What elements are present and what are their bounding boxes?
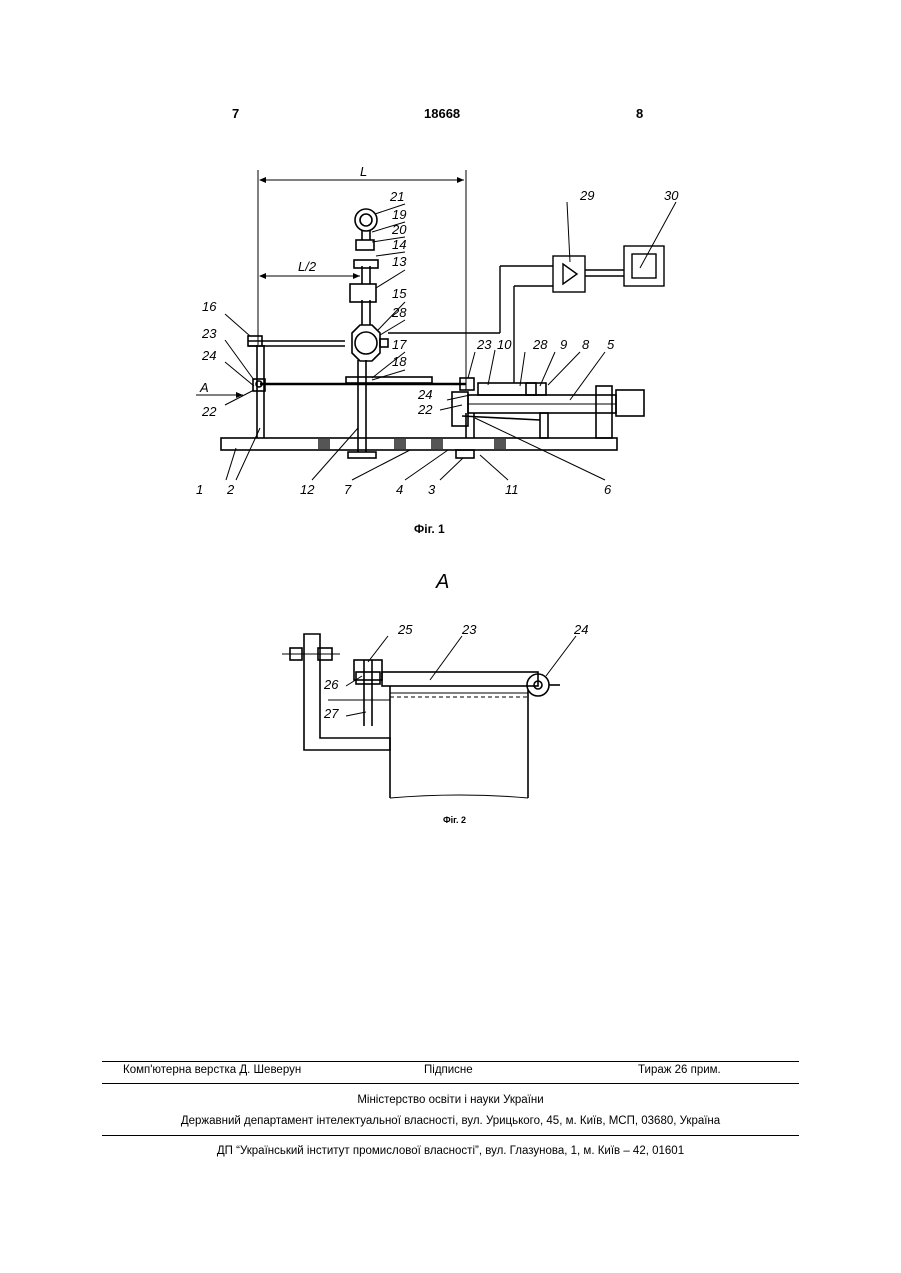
fig2-view-title: A <box>435 571 449 593</box>
dim-L-label: L <box>360 164 367 179</box>
label-22-right: 22 <box>417 402 433 417</box>
label-11: 11 <box>505 482 519 497</box>
figure-1: L L/2 A 21 19 20 14 13 15 28 17 18 16 23… <box>196 164 679 497</box>
dim-L-half-label: L/2 <box>298 259 317 274</box>
ministry-name: Міністерство освіти і науки України <box>0 1094 901 1106</box>
fig2-label-25: 25 <box>397 622 413 637</box>
figure-2: A 25 23 24 26 27 <box>282 571 588 798</box>
recorder-30 <box>624 246 664 286</box>
label-14: 14 <box>392 237 406 252</box>
fig2-label-26: 26 <box>323 677 339 692</box>
label-5: 5 <box>607 337 615 352</box>
signal-path <box>388 246 664 383</box>
label-23-left: 23 <box>201 326 217 341</box>
label-18: 18 <box>392 354 407 369</box>
label-24-left: 24 <box>201 348 216 363</box>
label-24-right: 24 <box>417 387 432 402</box>
label-13: 13 <box>392 254 407 269</box>
fig2-label-27: 27 <box>323 706 339 721</box>
label-7: 7 <box>344 482 352 497</box>
footer-rule-bottom <box>102 1135 799 1136</box>
amplifier-29 <box>553 256 585 292</box>
label-23-right: 23 <box>476 337 492 352</box>
label-15: 15 <box>392 286 407 301</box>
label-1: 1 <box>196 482 203 497</box>
fig2-label-24: 24 <box>573 622 588 637</box>
left-post <box>248 336 345 438</box>
footer-rule-top <box>102 1061 799 1062</box>
footer-rule-middle <box>102 1083 799 1084</box>
label-21: 21 <box>389 189 404 204</box>
label-8: 8 <box>582 337 590 352</box>
label-17: 17 <box>392 337 407 352</box>
label-6: 6 <box>604 482 612 497</box>
right-assembly <box>452 378 644 458</box>
label-29: 29 <box>579 188 594 203</box>
circulation-note: Тираж 26 прим. <box>638 1064 721 1076</box>
view-A-label: A <box>199 380 209 395</box>
label-22-left: 22 <box>201 404 217 419</box>
label-10: 10 <box>497 337 512 352</box>
department-address: Державний департамент інтелектуальної вл… <box>0 1115 901 1127</box>
typesetting-credit: Комп'ютерна верстка Д. Шеверун <box>123 1064 301 1076</box>
label-20: 20 <box>391 222 407 237</box>
label-4: 4 <box>396 482 403 497</box>
label-28: 28 <box>391 305 407 320</box>
label-3: 3 <box>428 482 436 497</box>
institute-address: ДП “Український інститут промислової вла… <box>0 1145 901 1157</box>
label-30: 30 <box>664 188 679 203</box>
fig2-label-23: 23 <box>461 622 477 637</box>
figure-2-caption: Фіг. 2 <box>443 815 466 825</box>
signed-note: Підписне <box>424 1064 473 1076</box>
label-9: 9 <box>560 337 567 352</box>
base-hatches <box>318 439 506 449</box>
figure-1-caption: Фіг. 1 <box>414 522 445 536</box>
base-plate <box>221 438 617 450</box>
label-19: 19 <box>392 207 406 222</box>
label-28-right: 28 <box>532 337 548 352</box>
label-12: 12 <box>300 482 315 497</box>
label-2: 2 <box>226 482 235 497</box>
label-16: 16 <box>202 299 217 314</box>
